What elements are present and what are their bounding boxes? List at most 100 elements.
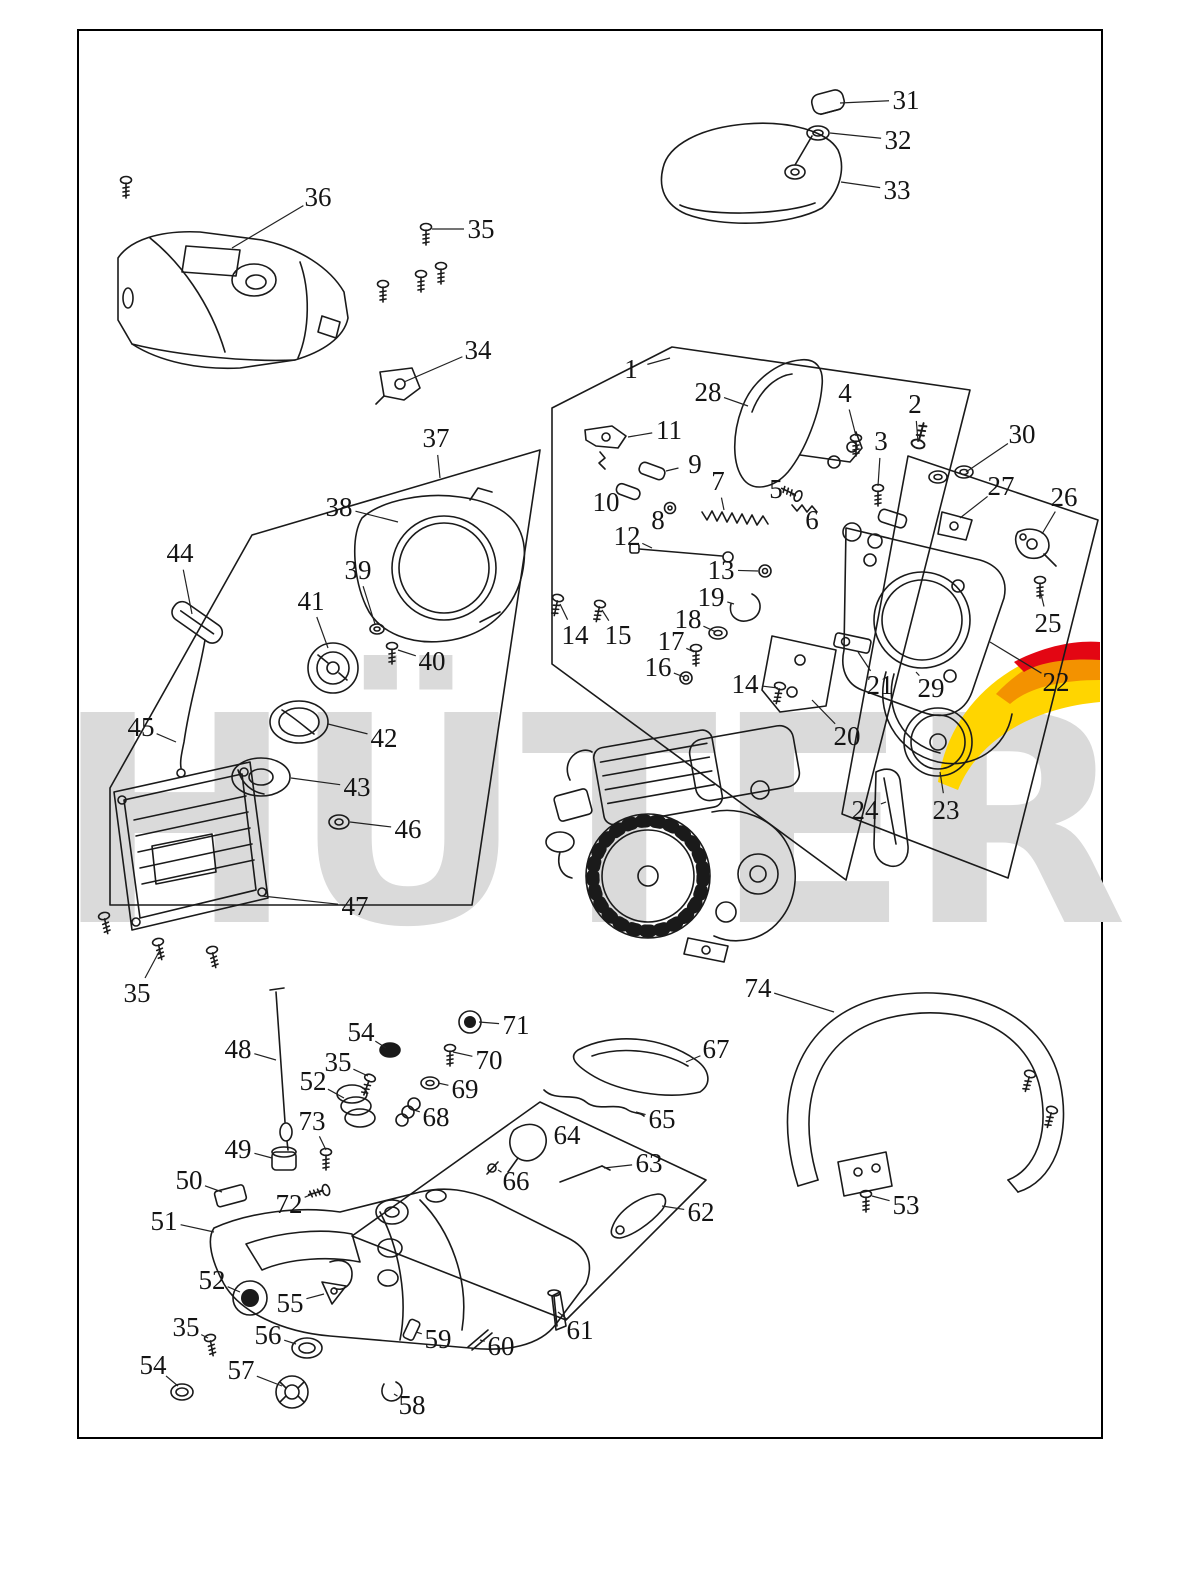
part-callout-26: 26 <box>1051 482 1078 512</box>
part-callout-8: 8 <box>651 505 665 535</box>
leader-line-62 <box>661 1205 685 1211</box>
part-callout-28: 28 <box>695 377 722 407</box>
part-callout-16: 16 <box>645 652 672 682</box>
part-callout-52: 52 <box>300 1066 327 1096</box>
leader-line-40 <box>397 649 417 657</box>
part-callout-2: 2 <box>908 389 922 419</box>
leader-line-4 <box>848 409 857 437</box>
leader-line-58 <box>393 1393 398 1397</box>
leader-line-51 <box>180 1224 215 1233</box>
part-callout-24: 24 <box>852 795 880 825</box>
leader-line-49 <box>254 1152 273 1159</box>
leader-line-17 <box>686 647 695 653</box>
part-callout-70: 70 <box>476 1045 503 1075</box>
leader-line-19 <box>727 601 735 605</box>
engine-block-drawing <box>545 724 801 963</box>
leader-line-50 <box>204 1185 223 1193</box>
leader-line-35 <box>144 949 161 979</box>
leader-line-7 <box>720 497 725 511</box>
leader-line-15 <box>601 609 610 622</box>
part-callout-27: 27 <box>988 471 1015 501</box>
part-callout-56: 56 <box>255 1320 282 1350</box>
part-callout-53: 53 <box>893 1190 920 1220</box>
leader-line-45 <box>156 733 177 743</box>
part-callout-54: 54 <box>348 1017 376 1047</box>
part-callout-73: 73 <box>299 1106 326 1136</box>
leader-line-52 <box>327 1088 345 1099</box>
part-callout-14: 14 <box>732 669 760 699</box>
part-callout-55: 55 <box>277 1288 304 1318</box>
part-callout-35: 35 <box>173 1312 200 1342</box>
leader-line-3 <box>877 457 881 487</box>
part-callout-59: 59 <box>425 1324 452 1354</box>
leader-line-35 <box>353 1068 369 1077</box>
leader-line-21 <box>857 651 872 672</box>
part-callout-69: 69 <box>452 1074 479 1104</box>
part-callout-46: 46 <box>395 814 422 844</box>
leader-line-74 <box>774 992 835 1013</box>
part-callout-29: 29 <box>918 673 945 703</box>
part-callout-62: 62 <box>688 1197 715 1227</box>
leader-line-60 <box>479 1339 485 1342</box>
leader-line-18 <box>703 625 717 633</box>
leader-line-65 <box>635 1111 646 1116</box>
part-callout-31: 31 <box>893 85 920 115</box>
part-callout-7: 7 <box>711 466 725 496</box>
leader-line-72 <box>304 1189 323 1198</box>
part-callout-35: 35 <box>124 978 151 1008</box>
leader-line-68 <box>413 1109 420 1113</box>
leader-line-66 <box>497 1169 502 1173</box>
leader-line-34 <box>403 356 463 383</box>
leader-line-29 <box>915 671 920 677</box>
part-callout-50: 50 <box>176 1165 203 1195</box>
line-art <box>97 89 1099 1409</box>
leader-line-37 <box>437 454 441 479</box>
leader-line-61 <box>557 1311 568 1320</box>
part-callout-3: 3 <box>874 426 888 456</box>
leader-line-24 <box>880 801 887 805</box>
leader-line-23 <box>939 771 944 794</box>
part-callout-17: 17 <box>658 626 685 656</box>
leader-line-71 <box>478 1021 500 1025</box>
fuel-cap-drawing <box>660 89 846 224</box>
leader-line-16 <box>673 672 685 678</box>
leader-line-55 <box>306 1293 325 1300</box>
part-callout-72: 72 <box>276 1189 303 1219</box>
part-callout-21: 21 <box>867 670 894 700</box>
part-callout-32: 32 <box>885 125 912 155</box>
part-callout-4: 4 <box>838 378 852 408</box>
leader-line-32 <box>829 132 882 139</box>
part-callout-37: 37 <box>423 423 450 453</box>
leader-line-39 <box>362 586 376 625</box>
part-callout-25: 25 <box>1035 608 1062 638</box>
part-callout-1: 1 <box>624 354 638 384</box>
part-callout-23: 23 <box>933 795 960 825</box>
leader-line-35 <box>200 1334 209 1339</box>
part-callout-19: 19 <box>698 582 725 612</box>
part-callout-51: 51 <box>151 1206 178 1236</box>
leader-line-20 <box>811 699 836 725</box>
leader-line-54 <box>374 1040 387 1049</box>
part-callout-14: 14 <box>562 620 590 650</box>
part-callout-40: 40 <box>419 646 446 676</box>
part-callout-67: 67 <box>703 1034 730 1064</box>
part-callout-12: 12 <box>614 521 641 551</box>
part-callout-43: 43 <box>344 772 371 802</box>
part-callout-44: 44 <box>167 538 195 568</box>
part-callout-58: 58 <box>399 1390 426 1420</box>
leader-line-1 <box>647 357 671 365</box>
part-callout-33: 33 <box>884 175 911 205</box>
leader-line-11 <box>627 432 653 438</box>
part-callout-52: 52 <box>199 1265 226 1295</box>
part-callout-6: 6 <box>805 505 819 535</box>
part-callout-42: 42 <box>371 723 398 753</box>
leader-line-73 <box>318 1136 327 1151</box>
part-callout-13: 13 <box>708 555 735 585</box>
part-callout-63: 63 <box>636 1148 663 1178</box>
part-callout-30: 30 <box>1009 419 1036 449</box>
part-callout-5: 5 <box>769 474 783 504</box>
leader-line-2 <box>915 420 919 443</box>
part-callout-36: 36 <box>305 182 332 212</box>
leader-line-13 <box>737 569 759 572</box>
